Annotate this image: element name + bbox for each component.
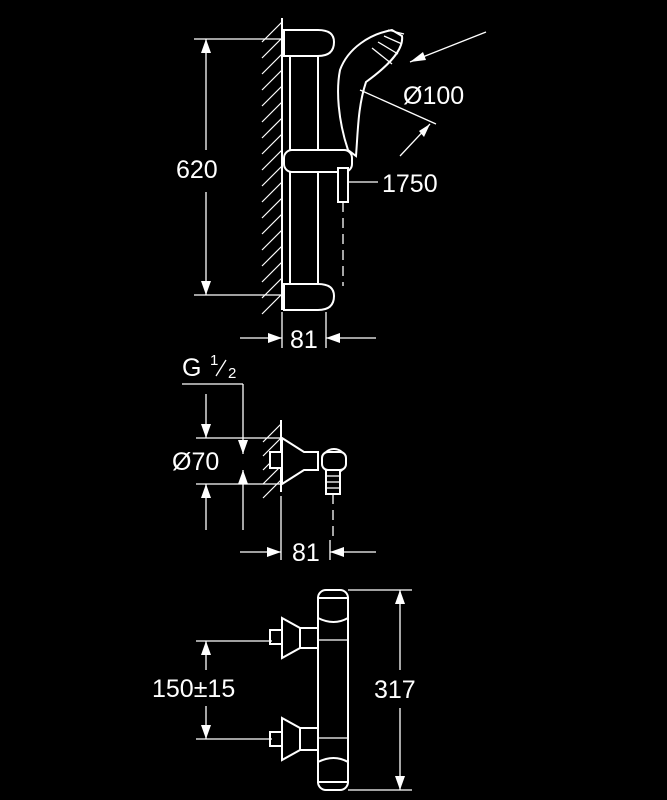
thread-label: G	[182, 354, 201, 382]
thermostat-body	[317, 589, 349, 791]
dimension-thermostat-height	[348, 589, 412, 791]
inlet-spacing-label: 150±15	[152, 675, 235, 703]
thermostat-view: 150±15 317	[152, 589, 416, 791]
thermostat-height-label: 317	[374, 676, 416, 704]
dimension-handshower-diameter	[359, 31, 487, 157]
dimension-outlet-depth	[240, 496, 376, 560]
outlet-depth-label: 81	[292, 539, 320, 567]
wall-hatching-top	[261, 18, 283, 315]
thread-denominator: 2	[228, 365, 236, 382]
lower-inlet	[269, 716, 325, 762]
flange-diameter-label: Ø70	[172, 448, 219, 476]
rail-depth-label: 81	[290, 326, 318, 354]
outlet-body	[269, 436, 347, 540]
rail-length-label: 620	[176, 156, 218, 184]
handshower	[337, 28, 405, 158]
rail-slider	[283, 149, 353, 286]
dimension-flange-diameter	[196, 394, 282, 530]
thread-fraction-slash	[215, 359, 227, 377]
dimension-rail-length	[194, 38, 284, 296]
dimension-inlet-spacing	[196, 640, 272, 740]
dimension-rail-depth	[240, 312, 376, 348]
hose-length-label: 1750	[382, 170, 438, 198]
thread-numerator: 1	[210, 352, 218, 369]
shower-rail-view: 620 Ø100 1750 81	[176, 18, 487, 354]
handshower-diameter-label: Ø100	[403, 82, 464, 110]
wall-outlet-view: G 1 2	[172, 352, 376, 567]
upper-inlet	[269, 616, 325, 660]
